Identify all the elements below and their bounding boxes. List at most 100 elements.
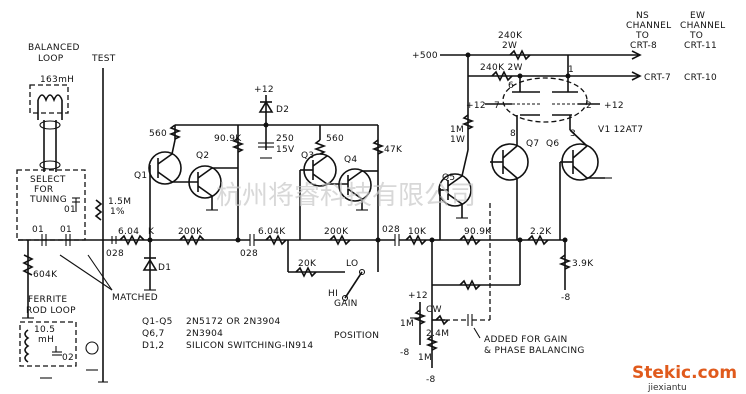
c-028-1-label: 028 — [106, 249, 124, 259]
d1-label: D1 — [158, 263, 171, 273]
ns-channel-2: CHANNEL — [626, 21, 671, 31]
crt7-label: CRT-7 — [644, 73, 671, 83]
parts-d12-id: D1,2 — [142, 341, 164, 351]
lo-label: LO — [346, 259, 358, 269]
r-47k-label: 47K — [384, 145, 403, 155]
ns-channel-3: TO — [635, 31, 649, 41]
q7-label: Q7 — [526, 139, 539, 149]
watermark: 杭州将睿科技有限公司 — [216, 181, 476, 211]
test-label: TEST — [91, 54, 116, 64]
plus500-label: +500 — [412, 51, 438, 61]
parts-q1q5-desc: 2N5172 OR 2N3904 — [186, 317, 281, 327]
cap-01-right: 01 — [60, 225, 72, 235]
r-240k-1-label-1: 240K — [498, 31, 523, 41]
r-604k-2-label: 6.04K — [258, 227, 286, 237]
ferrite-l-2: mH — [38, 335, 54, 345]
q6-label: Q6 — [546, 139, 559, 149]
ferrite-rod-box — [19, 321, 77, 367]
minus8-2-label: -8 — [400, 348, 410, 358]
position-label: POSITION — [334, 331, 379, 341]
pin3-label: 3 — [570, 129, 576, 139]
ferrite-label-1: FERRITE — [28, 295, 67, 305]
r-200k-1-label: 200K — [178, 227, 203, 237]
ns-channel-1: NS — [636, 11, 649, 21]
r-909k-1-label: 90.9K — [214, 134, 242, 144]
c-250-label-2: 15V — [276, 145, 295, 155]
k-suffix-label: K — [148, 227, 155, 237]
select-label-1: SELECT — [30, 175, 66, 185]
tube-v1 — [485, 76, 600, 130]
parts-d12-desc: SILICON SWITCHING-IN914 — [186, 341, 313, 351]
gain-label: GAIN — [334, 299, 358, 309]
q6-q7-stage — [490, 129, 612, 240]
q5-label: Q5 — [442, 173, 455, 183]
hi-label: HI — [328, 289, 338, 299]
q2-label: Q2 — [196, 151, 209, 161]
r-604-label: 6.04 — [118, 227, 139, 237]
r-200k-2-label: 200K — [324, 227, 349, 237]
r-1m1w-label-2: 1W — [450, 135, 465, 145]
ns-channel-4: CRT-8 — [630, 41, 657, 51]
minus8-1-label: -8 — [561, 293, 571, 303]
minus8-3-label: -8 — [426, 375, 436, 385]
balanced-loop-label-2: LOOP — [38, 54, 64, 64]
logo-name: Stekic.com — [632, 363, 737, 383]
ferrite-label-2: ROD LOOP — [26, 306, 76, 316]
balanced-loop-label-1: BALANCED — [28, 43, 80, 53]
parts-q1q5-id: Q1-Q5 — [142, 317, 173, 327]
r-909k-2-label: 90.9K — [464, 227, 492, 237]
d2-label: D2 — [276, 105, 289, 115]
cap-01-left: 01 — [32, 225, 44, 235]
plus12-b-label: +12 — [604, 101, 624, 111]
q3-q4-stage — [299, 124, 385, 240]
cap-01-top: 01 — [64, 205, 76, 215]
matched-label: MATCHED — [112, 293, 158, 303]
r-24m-label: 2.4M — [426, 329, 449, 339]
pin7-label: 7 — [494, 101, 500, 111]
ferrite-l-1: 10.5 — [34, 325, 55, 335]
ferrite-cap-label: 02 — [62, 353, 74, 363]
r-560-2-label: 560 — [326, 134, 344, 144]
r-1m1w-label-1: 1M — [450, 125, 464, 135]
r-240k-2-label: 240K 2W — [480, 63, 523, 73]
r-22k-label: 2.2K — [530, 227, 552, 237]
r-15m-label-1: 1.5M — [108, 197, 131, 207]
plus12-pos-label: +12 — [408, 291, 428, 301]
pin8-label: 8 — [510, 129, 516, 139]
parts-q67-desc: 2N3904 — [186, 329, 223, 339]
plus12-a-label: +12 — [466, 101, 486, 111]
balanced-loop — [29, 84, 69, 172]
q5 — [438, 149, 472, 240]
im-2-label: 1M — [418, 353, 432, 363]
r-15m-label-2: 1% — [110, 207, 125, 217]
ew-channel-1: EW — [690, 11, 705, 21]
im-1-label: 1M — [400, 319, 414, 329]
added-note-2: & PHASE BALANCING — [484, 346, 585, 356]
r-39k-label: 3.9K — [572, 259, 594, 269]
ew-channel-2: CHANNEL — [680, 21, 725, 31]
r-560-1-label: 560 — [149, 129, 167, 139]
ew-channel-4: CRT-11 — [684, 41, 717, 51]
pin6-label: 6 — [508, 81, 514, 91]
c-250-label-1: 250 — [276, 134, 294, 144]
select-label-2: FOR — [34, 185, 53, 195]
pin1-label: 1 — [568, 65, 574, 75]
cw-label: CW — [426, 305, 442, 315]
logo-sub: jiexiantu — [647, 383, 687, 393]
c-028-2-label: 028 — [240, 249, 258, 259]
r-10k-label: 10K — [408, 227, 427, 237]
r-240k-1-label-2: 2W — [502, 41, 517, 51]
ew-channel-3: TO — [689, 31, 703, 41]
q3-label: Q3 — [301, 151, 314, 161]
r-604k-left-label: 604K — [33, 270, 58, 280]
q4-label: Q4 — [344, 155, 357, 165]
c-028-3-label: 028 — [382, 225, 400, 235]
select-label-3: TUNING — [29, 195, 67, 205]
q1-q2-stage — [148, 124, 245, 240]
v1-label: V1 12AT7 — [598, 125, 643, 135]
q1-label: Q1 — [134, 171, 147, 181]
plus12-d2-label: +12 — [254, 85, 274, 95]
